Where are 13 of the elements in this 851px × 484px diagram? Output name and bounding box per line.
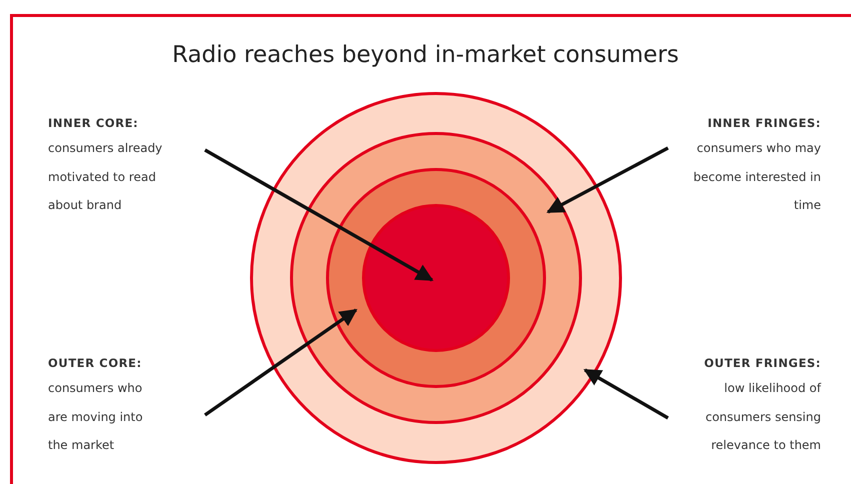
leader-arrow (204, 308, 358, 416)
leader-arrow (546, 146, 669, 214)
label-text: low likelihood of consumers sensing relevance to them (704, 380, 821, 454)
label-text: consumers who may become interested in time (692, 140, 821, 214)
leader-arrow (583, 368, 669, 420)
label-heading: INNER FRINGES: (706, 116, 821, 130)
label-heading: OUTER CORE: (48, 356, 143, 370)
label-heading: OUTER FRINGES: (703, 356, 821, 370)
title: Radio reaches beyond in-market consumers (171, 42, 680, 68)
label-text: consumers who are moving into the market (48, 380, 144, 454)
label-text: consumers already motivated to read about brand (48, 140, 164, 214)
label-heading: INNER CORE: (48, 116, 140, 130)
leader-arrow (204, 148, 434, 282)
